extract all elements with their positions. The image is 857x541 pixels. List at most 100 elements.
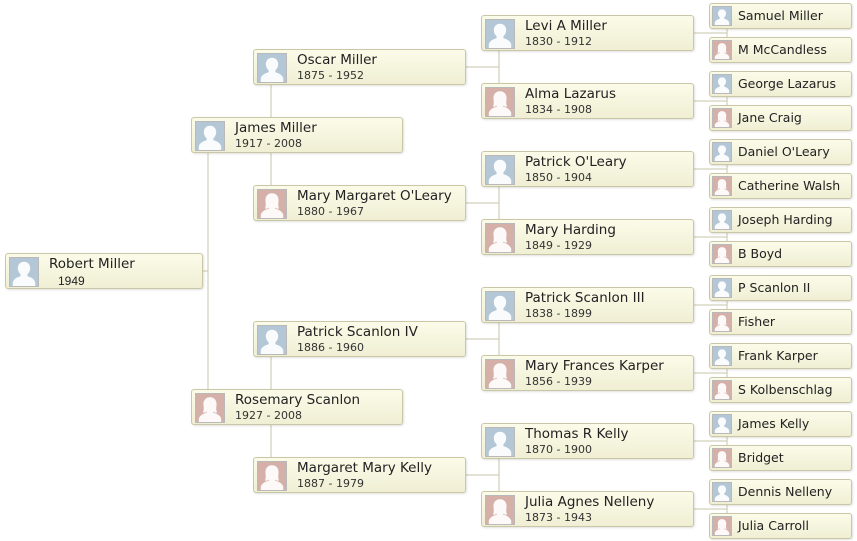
person-name: George Lazarus [738,76,836,91]
person-dates: 1834 - 1908 [525,103,592,116]
person-dates: 1873 - 1943 [525,511,592,524]
female-silhouette-icon [712,516,732,536]
female-silhouette-icon [712,448,732,468]
person-name: James Kelly [738,416,810,431]
person-card-bridget[interactable]: Bridget [709,445,852,471]
male-silhouette-icon [485,291,515,321]
person-card-daniel-o-leary[interactable]: Daniel O'Leary [709,139,852,165]
person-name: S Kolbenschlag [738,382,833,397]
person-dates: 1917 - 2008 [235,137,302,150]
male-silhouette-icon [257,53,287,83]
person-card-p-scanlon-ii[interactable]: P Scanlon II [709,275,852,301]
male-silhouette-icon [712,346,732,366]
person-name: Daniel O'Leary [738,144,830,159]
male-silhouette-icon [485,155,515,185]
person-card-dennis-nelleny[interactable]: Dennis Nelleny [709,479,852,505]
male-silhouette-icon [712,482,732,502]
person-name: Joseph Harding [738,212,833,227]
person-name: Patrick Scanlon III [525,290,645,306]
person-name: Mary Margaret O'Leary [297,188,452,204]
person-card-frank-karper[interactable]: Frank Karper [709,343,852,369]
person-dates: 1870 - 1900 [525,443,592,456]
male-silhouette-icon [712,6,732,26]
person-dates: 1856 - 1939 [525,375,592,388]
person-card-george-lazarus[interactable]: George Lazarus [709,71,852,97]
person-name: P Scanlon II [738,280,811,295]
person-name: James Miller [235,120,317,136]
person-name: Rosemary Scanlon [235,392,361,408]
person-name: Bridget [738,450,784,465]
person-name: Julia Carroll [738,518,809,533]
person-name: Jane Craig [738,110,802,125]
person-name: Mary Frances Karper [525,358,664,374]
person-name: Julia Agnes Nelleny [525,494,655,510]
person-card-joseph-harding[interactable]: Joseph Harding [709,207,852,233]
person-dates: 1838 - 1899 [525,307,592,320]
female-silhouette-icon [712,40,732,60]
person-name: Dennis Nelleny [738,484,833,499]
person-name: Levi A Miller [525,18,607,34]
male-silhouette-icon [485,427,515,457]
person-name: Oscar Miller [297,52,377,68]
person-card-b-boyd[interactable]: B Boyd [709,241,852,267]
person-name: Frank Karper [738,348,818,363]
female-silhouette-icon [485,223,515,253]
female-silhouette-icon [257,189,287,219]
person-card-catherine-walsh[interactable]: Catherine Walsh [709,173,852,199]
person-card-s-kolbenschlag[interactable]: S Kolbenschlag [709,377,852,403]
male-silhouette-icon [257,325,287,355]
male-silhouette-icon [712,414,732,434]
male-silhouette-icon [712,74,732,94]
male-silhouette-icon [9,257,39,287]
person-card-jane-craig[interactable]: Jane Craig [709,105,852,131]
person-dates: 1949 [58,274,85,288]
person-dates: 1830 - 1912 [525,35,592,48]
female-silhouette-icon [712,244,732,264]
male-silhouette-icon [195,121,225,151]
person-name: Margaret Mary Kelly [297,460,432,476]
person-card-m-mccandless[interactable]: M McCandless [709,37,852,63]
person-card-fisher[interactable]: Fisher [709,309,852,335]
person-name: Fisher [738,314,776,329]
person-dates: 1927 - 2008 [235,409,302,422]
person-dates: 1850 - 1904 [525,171,592,184]
person-name: Mary Harding [525,222,616,238]
male-silhouette-icon [712,210,732,230]
person-name: Patrick Scanlon IV [297,324,418,340]
person-name: Thomas R Kelly [525,426,629,442]
female-silhouette-icon [257,461,287,491]
person-name: Alma Lazarus [525,86,616,102]
female-silhouette-icon [485,87,515,117]
male-silhouette-icon [712,142,732,162]
female-silhouette-icon [712,312,732,332]
male-silhouette-icon [712,278,732,298]
female-silhouette-icon [485,359,515,389]
person-card-samuel-miller[interactable]: Samuel Miller [709,3,852,29]
person-dates: 1880 - 1967 [297,205,364,218]
person-card-julia-carroll[interactable]: Julia Carroll [709,513,852,539]
person-name: Samuel Miller [738,8,823,23]
female-silhouette-icon [712,380,732,400]
female-silhouette-icon [712,176,732,196]
person-dates: 1887 - 1979 [297,477,364,490]
person-name: Catherine Walsh [738,178,841,193]
female-silhouette-icon [712,108,732,128]
person-name: M McCandless [738,42,827,57]
person-card-james-kelly[interactable]: James Kelly [709,411,852,437]
